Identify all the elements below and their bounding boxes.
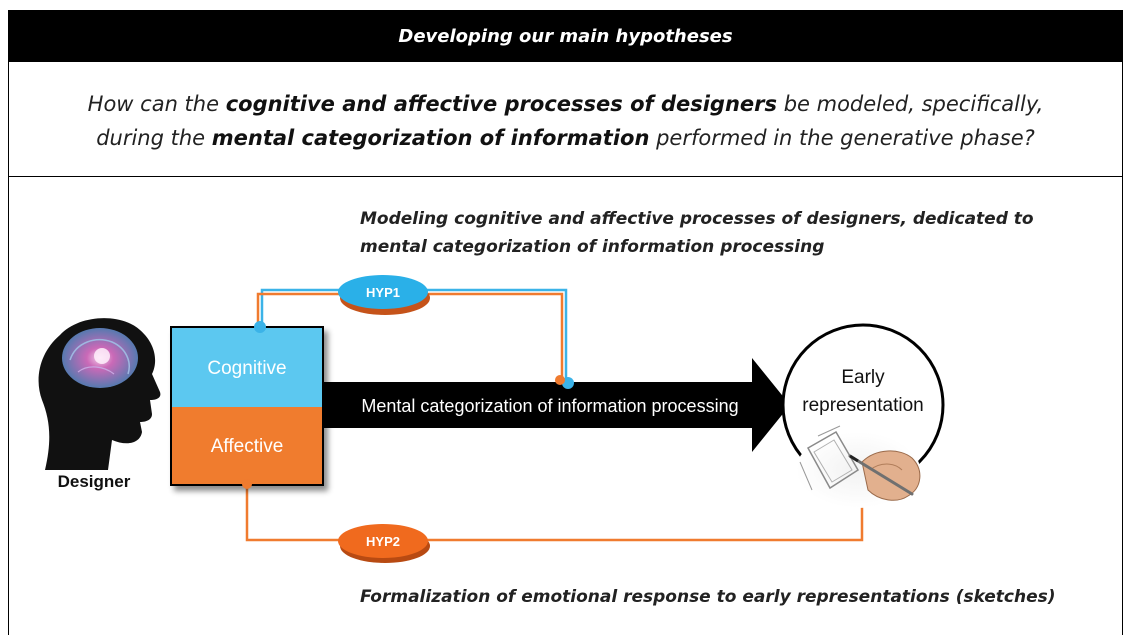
cognitive-label: Cognitive	[207, 358, 286, 379]
arrow-label: Mental categorization of information pro…	[361, 396, 738, 416]
hyp1-start-dot	[254, 321, 266, 333]
hand-sketching-icon	[799, 425, 921, 501]
designer-head-icon	[38, 318, 161, 470]
research-question: How can the cognitive and affective proc…	[8, 62, 1123, 177]
hyp1-badge-label: HYP1	[366, 285, 400, 300]
affective-block	[171, 407, 323, 485]
hyp2-start-dot	[242, 479, 252, 489]
question-text-3: during the	[96, 126, 212, 150]
affective-label: Affective	[211, 436, 284, 457]
question-text-2: be modeled, specifically,	[777, 92, 1044, 116]
hyp1-caption-line1: Modeling cognitive and affective process…	[360, 209, 1034, 229]
cognitive-block	[171, 327, 323, 407]
diagram-area	[8, 177, 1123, 635]
hyp1-caption-line2: mental categorization of information pro…	[360, 237, 825, 257]
hyp1-end-dot-orange	[555, 375, 565, 385]
designer-label: Designer	[58, 472, 131, 491]
hyp2-badge-label: HYP2	[366, 534, 400, 549]
early-rep-line2: representation	[802, 395, 923, 416]
hyp2-badge	[338, 524, 430, 563]
hyp1-caption: Modeling cognitive and affective process…	[360, 205, 1060, 261]
hyp2-connector	[245, 462, 864, 542]
question-bold-2: mental categorization of information	[211, 126, 650, 150]
early-rep-line1: Early	[841, 367, 885, 388]
slide-title: Developing our main hypotheses	[8, 10, 1123, 62]
hyp1-badge	[338, 275, 430, 315]
question-text-4: performed in the generative phase?	[649, 126, 1035, 150]
hyp2-caption: Formalization of emotional response to e…	[360, 587, 1056, 607]
process-box	[170, 326, 324, 486]
question-text-1: How can the	[87, 92, 226, 116]
processing-arrow	[318, 358, 790, 452]
question-bold-1: cognitive and affective processes of des…	[225, 92, 778, 116]
